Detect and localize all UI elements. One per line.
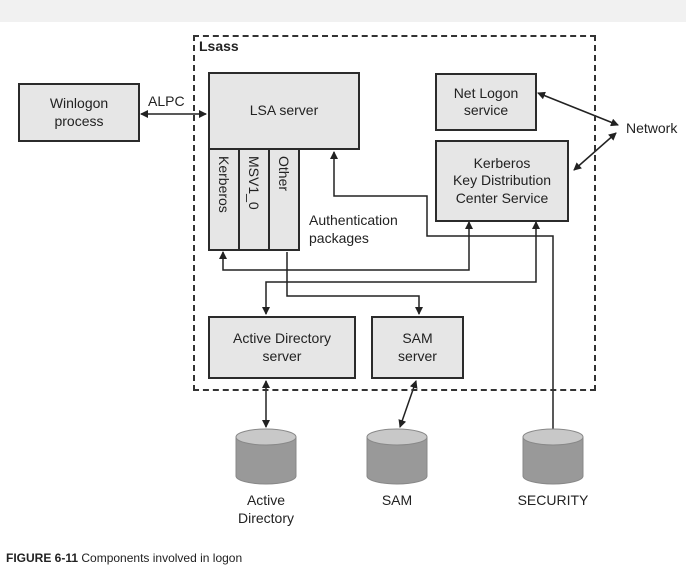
package-other: Other bbox=[268, 148, 300, 251]
cylinder-active-directory bbox=[235, 428, 297, 485]
package-kerberos: Kerberos bbox=[208, 148, 240, 251]
lsass-container bbox=[193, 35, 596, 391]
winlogon-process-box: Winlogon process bbox=[18, 83, 140, 142]
security-lsa-arrow bbox=[330, 151, 554, 443]
security-db-label: SECURITY bbox=[517, 492, 589, 508]
figure-number: FIGURE 6-11 bbox=[6, 551, 79, 565]
active-directory-db-label: Active Directory bbox=[237, 492, 294, 526]
cylinder-security bbox=[522, 428, 584, 485]
package-other-label: Other bbox=[276, 156, 292, 192]
sam-db-label: SAM bbox=[381, 492, 413, 508]
authentication-packages-label: Authentication packages bbox=[309, 212, 398, 246]
cylinder-sam bbox=[366, 428, 428, 485]
active-directory-server-box: Active Directory server bbox=[208, 316, 356, 379]
figure-caption: FIGURE 6-11 Components involved in logon bbox=[6, 551, 242, 565]
package-msv1-0-label: MSV1_0 bbox=[246, 156, 262, 210]
package-msv1-0: MSV1_0 bbox=[238, 148, 270, 251]
figure-caption-text: Components involved in logon bbox=[81, 551, 243, 565]
net-logon-service-box: Net Logon service bbox=[435, 73, 537, 131]
kdc-service-box: Kerberos Key Distribution Center Service bbox=[435, 140, 569, 222]
top-band bbox=[0, 0, 686, 22]
network-label: Network bbox=[626, 120, 678, 136]
msv-ad-arrow bbox=[262, 221, 540, 315]
lsa-server-box: LSA server bbox=[208, 72, 360, 150]
sam-db-arrow bbox=[398, 380, 418, 428]
sam-server-box: SAM server bbox=[371, 316, 464, 379]
netlogon-network-arrow bbox=[537, 91, 619, 127]
lsa-server-label: LSA server bbox=[249, 102, 319, 119]
package-kerberos-label: Kerberos bbox=[216, 156, 232, 213]
alpc-label: ALPC bbox=[148, 93, 185, 109]
lsass-label: Lsass bbox=[199, 38, 239, 54]
other-sam-arrow bbox=[286, 252, 423, 315]
